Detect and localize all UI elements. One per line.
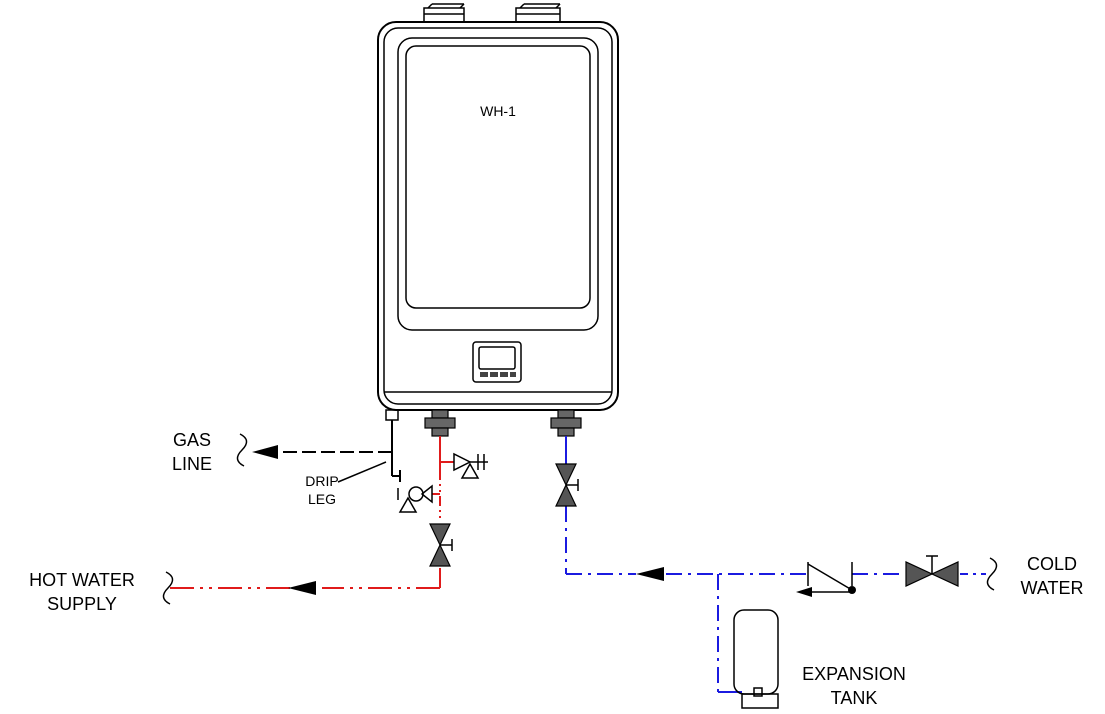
svg-text:WATER: WATER: [1021, 578, 1084, 598]
hot-water-outlet-fitting: [424, 409, 456, 437]
cold-water-shutoff-valve: [555, 463, 579, 507]
drip-leg-leader: [337, 461, 387, 483]
drain-valve: [397, 484, 440, 513]
gas-flow-arrow: [252, 445, 278, 459]
pressure-relief-valve: [440, 452, 488, 479]
svg-text:EXPANSION: EXPANSION: [802, 664, 906, 684]
heater-tag: WH-1: [480, 103, 516, 119]
drip-leg-label: DRIP LEG: [305, 461, 387, 507]
cold-water-flow-arrow: [636, 567, 664, 581]
expansion-tank-label: EXPANSION TANK: [802, 664, 906, 708]
cold-water-label: COLD WATER: [1021, 554, 1084, 598]
expansion-tank: [733, 609, 779, 709]
hot-water-supply-label: HOT WATER SUPPLY: [29, 570, 135, 614]
main-cold-water-valve: [905, 555, 959, 587]
control-display: [472, 341, 522, 383]
gas-inlet-fitting: [385, 409, 399, 421]
hot-water-shutoff-valve: [429, 523, 453, 567]
svg-text:GAS: GAS: [173, 430, 211, 450]
svg-text:LEG: LEG: [308, 491, 336, 507]
svg-text:DRIP: DRIP: [305, 473, 338, 489]
hot-water-flow-arrow: [288, 581, 316, 595]
svg-text:COLD: COLD: [1027, 554, 1077, 574]
gas-line-label: GAS LINE: [172, 430, 212, 474]
cold-water-inlet-fitting: [550, 409, 582, 437]
svg-text:SUPPLY: SUPPLY: [47, 594, 117, 614]
gas-line: [236, 420, 401, 482]
heater-body: [377, 21, 619, 411]
svg-text:TANK: TANK: [831, 688, 878, 708]
backflow-preventer: [796, 562, 856, 597]
heater-front-panel: [397, 37, 599, 331]
water-heater-unit: WH-1: [377, 3, 619, 411]
cold-water-line: [565, 436, 998, 693]
svg-text:HOT WATER: HOT WATER: [29, 570, 135, 590]
hot-water-line: [162, 436, 441, 605]
svg-text:LINE: LINE: [172, 454, 212, 474]
